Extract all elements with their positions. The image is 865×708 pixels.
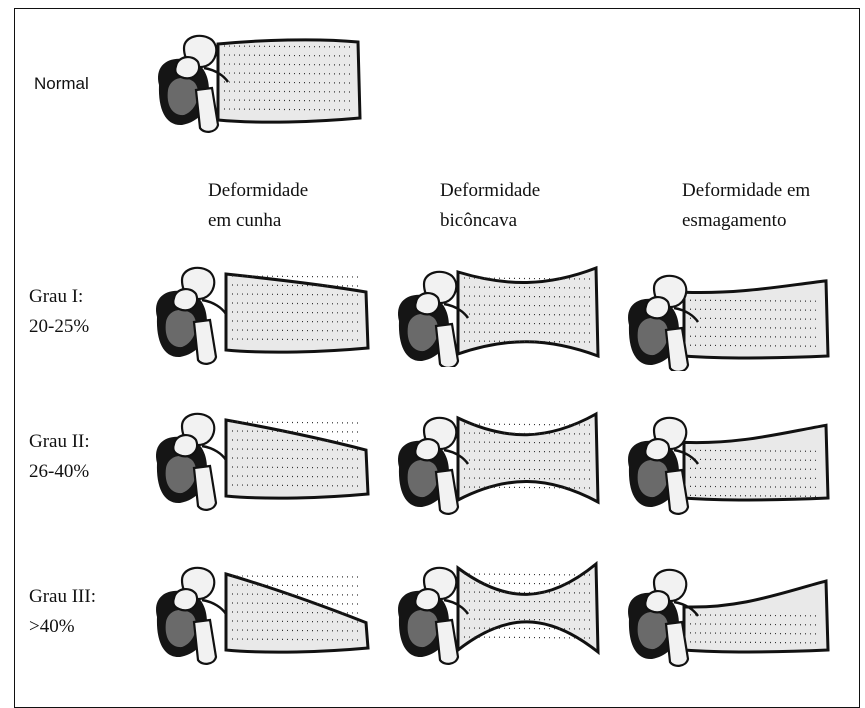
column-header-crush: Deformidade em esmagamento — [682, 176, 810, 236]
vertebra-biconcave-grade-1 — [392, 262, 607, 367]
vertebra-biconcave-grade-2 — [392, 408, 607, 518]
column-header-wedge: Deformidade em cunha — [208, 176, 308, 236]
vertebra-crush-grade-1 — [622, 266, 837, 371]
normal-label: Normal — [34, 74, 89, 94]
row-label-grade-1: Grau I: 20-25% — [29, 282, 89, 342]
vertebra-wedge-grade-3 — [150, 558, 380, 668]
normal-vertebra-illustration — [150, 28, 380, 138]
row-label-grade-2: Grau II: 26-40% — [29, 427, 90, 487]
column-header-biconcave: Deformidade bicôncava — [440, 176, 540, 236]
vertebra-crush-grade-2 — [622, 408, 837, 518]
row-label-grade-3: Grau III: >40% — [29, 582, 96, 642]
vertebra-wedge-grade-2 — [150, 404, 380, 519]
vertebra-biconcave-grade-3 — [392, 558, 607, 668]
vertebra-wedge-grade-1 — [150, 258, 380, 368]
vertebra-crush-grade-3 — [622, 560, 837, 670]
